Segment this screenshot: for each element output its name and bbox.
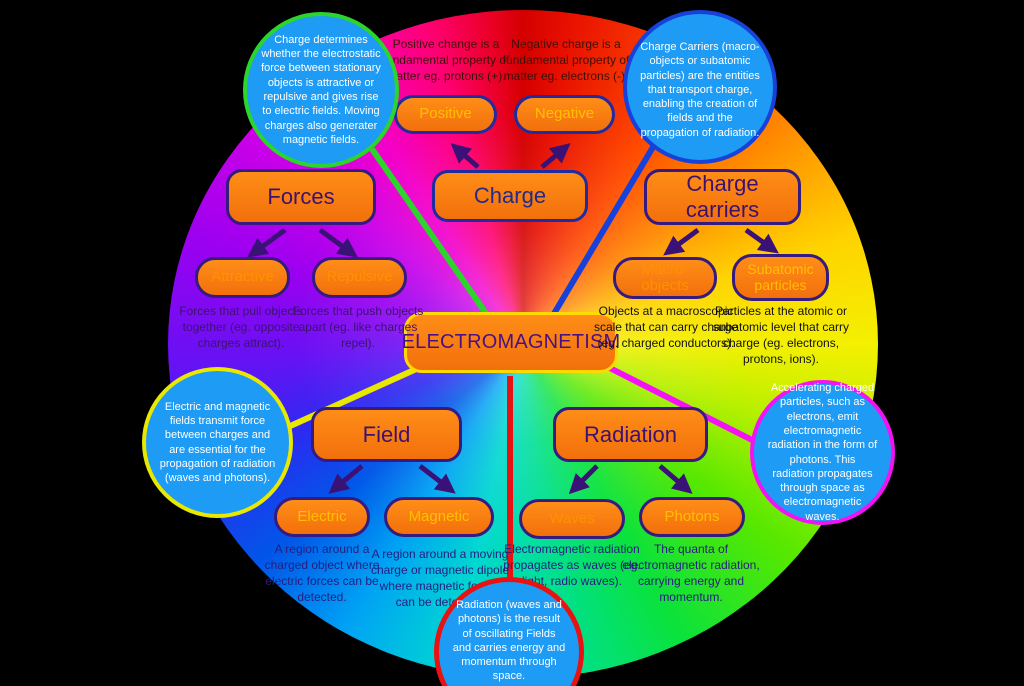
charge-node: Charge bbox=[432, 170, 588, 222]
bottom-note-circle: Radiation (waves and photons) is the res… bbox=[434, 577, 584, 686]
negative-description: Negative charge is a fundamental propert… bbox=[502, 37, 630, 84]
charge-note-connector-line bbox=[369, 147, 495, 324]
macro-objects-node: Macro-objects bbox=[613, 257, 717, 299]
central-topic-node: ELECTROMAGNETISM bbox=[402, 312, 620, 373]
charge-carriers-note-circle: Charge Carriers (macro-objects or subato… bbox=[623, 10, 777, 164]
field-electric-arrow bbox=[328, 464, 364, 494]
macro-objects-description: Objects at a macroscopic scale that can … bbox=[593, 304, 739, 351]
waves-description: Electromagnetic radiation propagates as … bbox=[503, 542, 641, 589]
waves-node: Waves bbox=[519, 499, 625, 539]
subatomic-particles-description: Particles at the atomic or subatomic lev… bbox=[712, 304, 850, 367]
magnetic-node: Magnetic bbox=[384, 497, 494, 537]
radiation-node: Radiation bbox=[553, 407, 708, 462]
photons-description: The quanta of electromagnetic radiation,… bbox=[622, 542, 760, 605]
charge-carriers-node: Charge carriers bbox=[644, 169, 801, 225]
subatomic-particles-node: Subatomic particles bbox=[732, 254, 829, 301]
attractive-description: Forces that pull objects together (eg. o… bbox=[179, 304, 303, 351]
radiation-photons-arrow bbox=[658, 464, 693, 494]
positive-description: Positive change is a fundamental propert… bbox=[382, 37, 510, 84]
attractive-node: Attractive bbox=[195, 257, 290, 298]
carriers-note-connector-line bbox=[546, 140, 659, 324]
photons-node: Photons bbox=[639, 497, 745, 537]
negative-node: Negative bbox=[514, 95, 615, 134]
radiation-waves-arrow bbox=[568, 464, 599, 495]
field-node: Field bbox=[311, 407, 462, 462]
branch-arrows bbox=[247, 143, 779, 495]
forces-attractive-arrow bbox=[247, 227, 287, 258]
radiation-note-circle: Accelerating charged particles, such as … bbox=[750, 380, 895, 525]
positive-node: Positive bbox=[394, 95, 497, 134]
repulsive-node: Repulsive bbox=[312, 257, 407, 298]
charge-positive-arrow bbox=[450, 143, 480, 169]
field-magnetic-arrow bbox=[418, 464, 456, 494]
electric-description: A region around a charged object where e… bbox=[264, 542, 380, 605]
charge-note-circle: Charge determines whether the electrosta… bbox=[243, 12, 399, 168]
forces-node: Forces bbox=[226, 169, 376, 225]
carriers-subatomic-arrow bbox=[744, 227, 779, 254]
electric-node: Electric bbox=[274, 497, 370, 537]
forces-repulsive-arrow bbox=[318, 227, 358, 258]
charge-negative-arrow bbox=[540, 143, 571, 169]
repulsive-description: Forces that push objects apart (eg. like… bbox=[292, 304, 424, 351]
radiation-note-connector-line bbox=[594, 358, 756, 444]
field-note-circle: Electric and magnetic fields transmit fo… bbox=[142, 367, 293, 518]
carriers-macro-arrow bbox=[663, 227, 700, 256]
